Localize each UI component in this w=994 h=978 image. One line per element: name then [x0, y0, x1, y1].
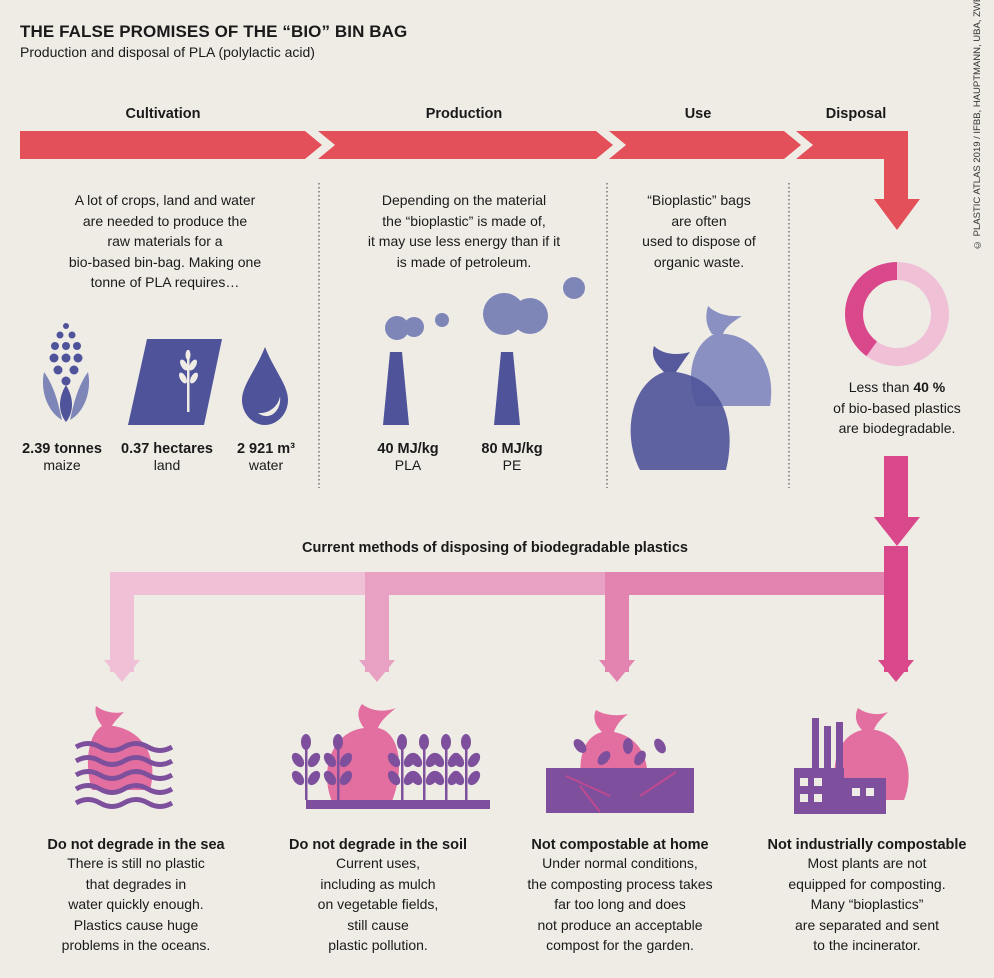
stage-use: Use	[684, 106, 712, 122]
method-industrial-compost: Not industrially compostable Most plants…	[767, 837, 967, 953]
stat-land: 0.37 hectares land	[121, 441, 213, 473]
plant-sprout	[291, 734, 321, 800]
plant-sprout	[409, 734, 439, 800]
donut-slice-biodegradable	[845, 262, 897, 357]
soil-plants-icon	[291, 704, 490, 809]
method-sea: Do not degrade in the sea There is still…	[47, 837, 225, 953]
page-subtitle: Production and disposal of PLA (polylact…	[20, 44, 315, 60]
stat-pe-energy: 80 MJ/kg PE	[481, 441, 543, 473]
disposal-description: Less than 40 % of bio-based plastics are…	[833, 379, 961, 436]
distribution-band	[104, 546, 914, 682]
disposal-down-arrow	[874, 456, 920, 546]
stat-maize: 2.39 tonnes maize	[22, 441, 102, 473]
methods-heading: Current methods of disposing of biodegra…	[302, 540, 688, 556]
page-title: THE FALSE PROMISES OF THE “BIO” BIN BAG	[20, 22, 408, 41]
stat-pla-energy: 40 MJ/kg PLA	[377, 441, 439, 473]
method-soil: Do not degrade in the soil Current uses,…	[288, 837, 468, 953]
large-chimney-icon	[483, 277, 585, 425]
maize-icon	[42, 323, 90, 422]
waste-bags-icon	[630, 306, 772, 470]
small-chimney-icon	[383, 313, 449, 425]
cultivation-description: A lot of crops, land and water are neede…	[68, 192, 262, 290]
stage-production: Production	[425, 106, 503, 122]
biodegradable-donut-chart	[845, 262, 950, 366]
plant-sprout	[323, 734, 353, 800]
donut-slice-rest	[866, 262, 950, 366]
plant-sprout	[451, 734, 481, 800]
sea-pollution-icon	[74, 706, 174, 809]
home-compost-icon	[546, 710, 694, 813]
land-icon	[128, 339, 222, 425]
stage-cultivation: Cultivation	[125, 106, 201, 122]
plant-sprout	[431, 734, 461, 800]
stage-disposal: Disposal	[825, 106, 887, 122]
method-home-compost: Not compostable at home Under normal con…	[527, 837, 713, 953]
water-drop-icon	[242, 347, 288, 425]
incinerator-factory-icon	[794, 708, 909, 814]
production-description: Depending on the material the “bioplasti…	[367, 192, 561, 270]
use-description: “Bioplastic” bags are often used to disp…	[642, 192, 756, 270]
process-arrow	[20, 131, 920, 230]
stat-water: 2 921 m³ water	[236, 441, 296, 473]
